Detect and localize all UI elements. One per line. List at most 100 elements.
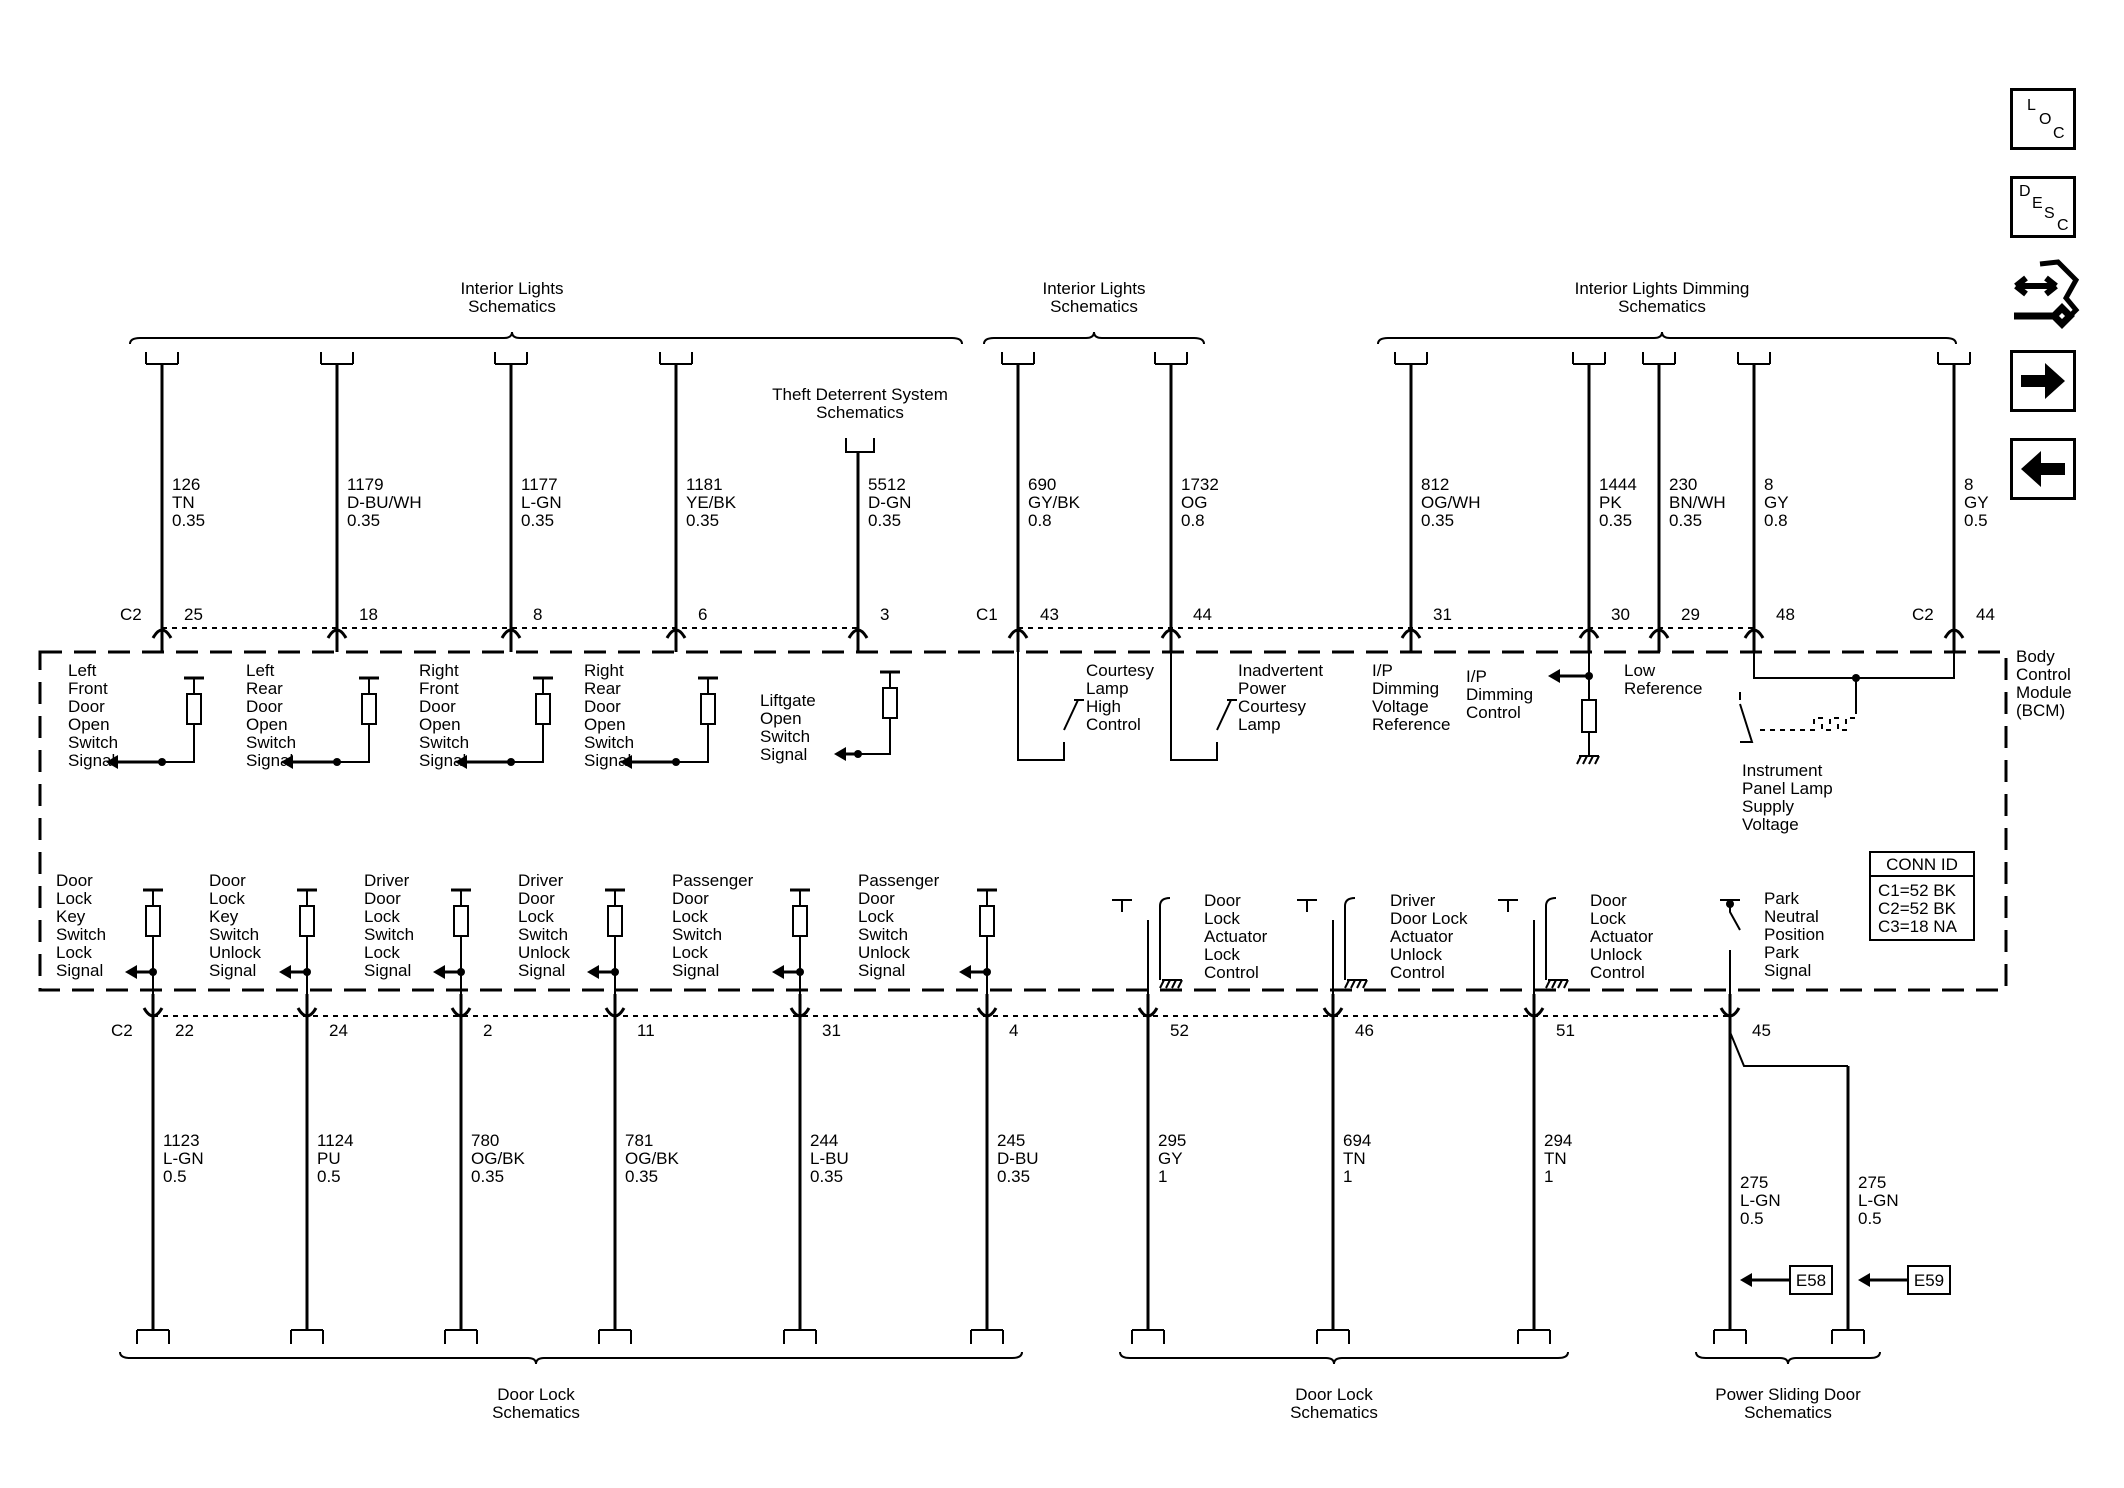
dimming-function-label: I/P bbox=[1466, 667, 1487, 686]
pin-number: 11 bbox=[637, 1021, 655, 1040]
top-wire-circuit: 1177 bbox=[521, 475, 558, 494]
input-function-label: Unlock bbox=[858, 943, 910, 962]
bottom-wire-gauge: 0.5 bbox=[317, 1167, 341, 1186]
input-function-label: Signal bbox=[68, 751, 115, 770]
top-group-label: Schematics bbox=[468, 297, 556, 316]
input-function-label: Lock bbox=[364, 907, 400, 926]
conn-id-title: CONN ID bbox=[1886, 855, 1958, 874]
pin-number: 22 bbox=[175, 1021, 194, 1040]
input-function-label: Signal bbox=[584, 751, 631, 770]
top-wire-gauge: 0.35 bbox=[347, 511, 380, 530]
dimming-resistor bbox=[1581, 699, 1597, 733]
pullup-resistor bbox=[453, 905, 469, 937]
top-group-label: Interior Lights bbox=[1043, 279, 1146, 298]
harness-connector-cap bbox=[1937, 352, 1971, 365]
top-wire-gauge: 0.8 bbox=[1028, 511, 1052, 530]
top-wire-color: TN bbox=[172, 493, 195, 512]
input-function-label: Signal bbox=[672, 961, 719, 980]
output-switch bbox=[1216, 699, 1237, 731]
ground-symbol bbox=[1159, 979, 1183, 989]
reference-function-label: Reference bbox=[1372, 715, 1450, 734]
theft-deterrent-connector-cap bbox=[845, 438, 875, 453]
top-wire-circuit: 5512 bbox=[868, 475, 906, 494]
pullup-resistor bbox=[882, 687, 898, 719]
pin-number: 29 bbox=[1681, 605, 1700, 624]
connector-end-view-icon[interactable] bbox=[2010, 258, 2080, 338]
output-function-label: Courtesy bbox=[1238, 697, 1307, 716]
pin-number: 3 bbox=[880, 605, 889, 624]
top-group-label: Schematics bbox=[816, 403, 904, 422]
input-function-label: Passenger bbox=[858, 871, 940, 890]
input-signal-arrow-arrowhead bbox=[834, 747, 846, 761]
top-wire-gauge: 0.8 bbox=[1181, 511, 1205, 530]
input-function-label: Key bbox=[56, 907, 86, 926]
input-function-label: Right bbox=[584, 661, 624, 680]
actuator-function-label: Lock bbox=[1590, 909, 1626, 928]
input-function-label: Switch bbox=[364, 925, 414, 944]
top-group-label: Interior Lights bbox=[461, 279, 564, 298]
top-group-brace bbox=[1377, 331, 1957, 345]
output-function-label: Lamp bbox=[1238, 715, 1281, 734]
input-function-label: Lock bbox=[518, 907, 554, 926]
actuator-feed bbox=[1297, 899, 1317, 912]
top-wire-color: BN/WH bbox=[1669, 493, 1726, 512]
location-button[interactable]: L O C bbox=[2010, 88, 2076, 150]
input-signal-arrow-arrowhead bbox=[620, 755, 632, 769]
input-function-label: Signal bbox=[419, 751, 466, 770]
bottom-wire-gauge: 0.35 bbox=[471, 1167, 504, 1186]
pullup-resistor bbox=[792, 905, 808, 937]
bottom-wire-color: L-GN bbox=[1740, 1191, 1781, 1210]
dimming-function-label: Control bbox=[1466, 703, 1521, 722]
conn-id-row: C3=18 NA bbox=[1878, 917, 1958, 936]
output-function-label: High bbox=[1086, 697, 1121, 716]
top-group-label: Interior Lights Dimming bbox=[1575, 279, 1750, 298]
bottom-wire-circuit: 1124 bbox=[317, 1131, 354, 1150]
pullup-resistor bbox=[535, 693, 551, 725]
input-function-label: Switch bbox=[419, 733, 469, 752]
low-reference-label: Reference bbox=[1624, 679, 1702, 698]
description-button[interactable]: D E S C bbox=[2010, 176, 2076, 238]
next-page-button[interactable] bbox=[2010, 350, 2076, 412]
pin-number: 2 bbox=[483, 1021, 492, 1040]
actuator-function-label: Control bbox=[1590, 963, 1645, 982]
input-signal-arrow-arrowhead bbox=[772, 965, 784, 979]
harness-connector-cap bbox=[1131, 1329, 1165, 1344]
input-function-label: Switch bbox=[209, 925, 259, 944]
top-wire-gauge: 0.35 bbox=[1599, 511, 1632, 530]
pin-number: 48 bbox=[1776, 605, 1795, 624]
harness-connector-cap bbox=[659, 352, 693, 365]
actuator-feed bbox=[1498, 899, 1518, 912]
bottom-group-label: Schematics bbox=[1290, 1403, 1378, 1422]
harness-connector-cap bbox=[1154, 352, 1188, 365]
pullup-tie bbox=[676, 724, 709, 763]
bottom-wire-color: TN bbox=[1343, 1149, 1366, 1168]
input-function-label: Door bbox=[209, 871, 246, 890]
input-function-label: Liftgate bbox=[760, 691, 816, 710]
input-function-label: Door bbox=[672, 889, 709, 908]
pullup-resistor bbox=[700, 693, 716, 725]
desc-letter-4: C bbox=[2057, 217, 2069, 234]
lamp-supply-label: Supply bbox=[1742, 797, 1794, 816]
top-wire-circuit: 230 bbox=[1669, 475, 1697, 494]
harness-connector-cap bbox=[1001, 352, 1035, 365]
harness-connector-cap bbox=[145, 352, 179, 365]
harness-connector-cap bbox=[290, 1329, 324, 1344]
input-function-label: Front bbox=[68, 679, 108, 698]
bottom-wire-gauge: 0.5 bbox=[163, 1167, 187, 1186]
actuator-function-label: Actuator bbox=[1390, 927, 1454, 946]
bottom-wire-gauge: 1 bbox=[1158, 1167, 1167, 1186]
input-function-label: Unlock bbox=[209, 943, 261, 962]
top-wire-circuit: 126 bbox=[172, 475, 200, 494]
bottom-wire-circuit: 295 bbox=[1158, 1131, 1186, 1150]
bcm-module-label: Control bbox=[2016, 665, 2071, 684]
input-function-label: Switch bbox=[672, 925, 722, 944]
arrow-left-icon bbox=[2021, 451, 2065, 487]
input-function-label: Lock bbox=[209, 889, 245, 908]
pullup-resistor bbox=[186, 693, 202, 725]
top-wire-color: D-GN bbox=[868, 493, 911, 512]
actuator-function-label: Control bbox=[1390, 963, 1445, 982]
previous-page-button[interactable] bbox=[2010, 438, 2076, 500]
ground-symbol bbox=[1344, 979, 1368, 989]
input-function-label: Lock bbox=[672, 943, 708, 962]
e59-box bbox=[1907, 1265, 1951, 1295]
